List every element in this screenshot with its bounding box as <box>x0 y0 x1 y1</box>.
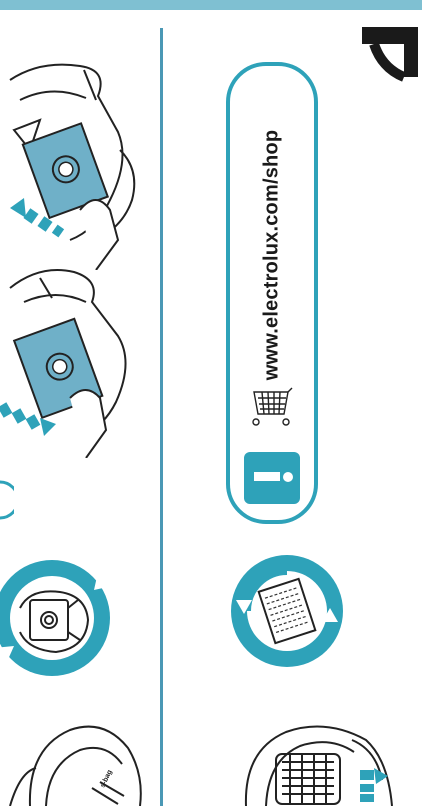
top-accent-bar <box>0 0 422 10</box>
replace-cycle-icon <box>228 552 346 670</box>
info-icon <box>244 452 300 504</box>
bag-insert-illustration-1 <box>0 40 150 270</box>
shopping-cart-icon <box>248 384 296 432</box>
partial-circle-icon <box>0 480 14 520</box>
bag-insert-illustration-2 <box>0 258 150 458</box>
bag-cycle-icon <box>0 548 118 688</box>
device-illustration: s-bag <box>0 708 150 806</box>
column-divider <box>160 28 163 806</box>
step-number-7 <box>352 22 422 82</box>
filter-replace-illustration <box>226 710 396 806</box>
svg-text:s-bag: s-bag <box>99 769 113 789</box>
